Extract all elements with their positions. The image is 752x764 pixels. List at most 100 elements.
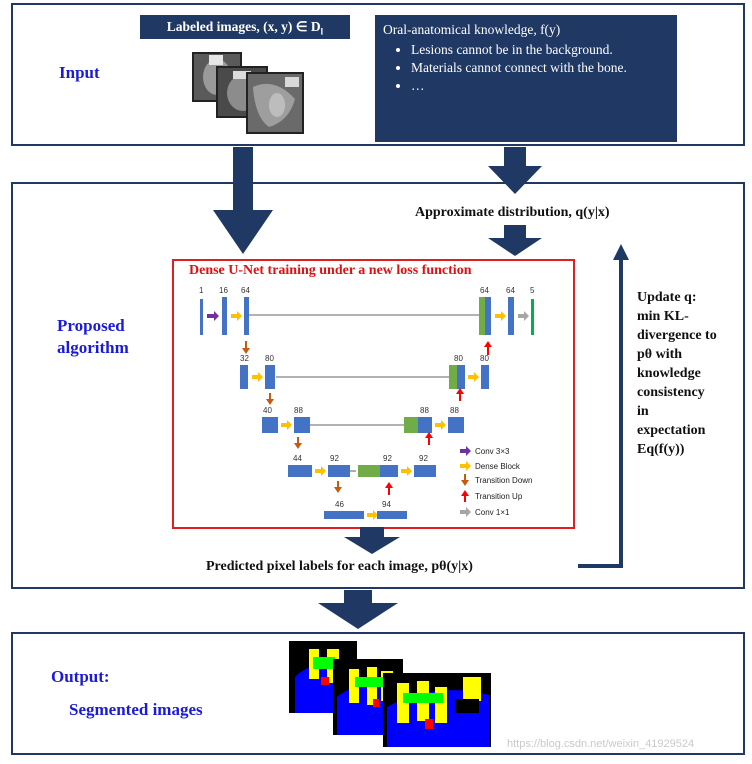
net-block — [244, 297, 249, 335]
net-block — [508, 297, 514, 335]
legend: Conv 3×3 Dense Block Transition Down Tra… — [460, 446, 533, 517]
legend-conv1: Conv 1×1 — [475, 508, 510, 517]
input-panel: Input Labeled images, (x, y) ∈ Dl Oral-a… — [11, 3, 745, 146]
net-block — [380, 465, 398, 477]
net-block — [418, 417, 432, 433]
size-label: 92 — [383, 454, 392, 463]
knowledge-box: Oral-anatomical knowledge, f(y) Lesions … — [375, 15, 677, 142]
input-label: Input — [59, 63, 100, 82]
unet-diagram: 1 16 64 32 80 40 88 44 92 46 64 64 5 80 … — [199, 286, 535, 520]
ct-image-stack — [192, 52, 304, 134]
legend-down-icon — [461, 474, 469, 486]
dense-arrow — [315, 466, 326, 476]
net-block — [377, 511, 407, 519]
down-arrow — [294, 437, 302, 449]
size-label: 92 — [419, 454, 428, 463]
concat-block — [358, 465, 380, 477]
size-label: 94 — [382, 500, 391, 509]
knowledge-item: Lesions cannot be in the background. — [411, 41, 669, 59]
net-block — [294, 417, 310, 433]
down-arrow — [334, 481, 342, 493]
legend-conv3-icon — [460, 446, 471, 456]
size-label: 16 — [219, 286, 228, 295]
output-label-line1: Output: — [51, 667, 110, 686]
size-label: 80 — [265, 354, 274, 363]
net-block — [265, 365, 275, 389]
size-label: 32 — [240, 354, 249, 363]
size-label: 80 — [480, 354, 489, 363]
size-label: 92 — [330, 454, 339, 463]
size-label: 40 — [263, 406, 272, 415]
update-line: pθ with — [637, 347, 683, 362]
update-line: in — [637, 404, 649, 419]
dense-arrow — [435, 420, 446, 430]
net-block — [288, 465, 312, 477]
size-label: 5 — [530, 286, 535, 295]
legend-down: Transition Down — [475, 476, 533, 485]
algorithm-panel: Proposed algorithm Approximate distribut… — [11, 182, 745, 589]
up-arrow — [484, 341, 492, 355]
size-label: 46 — [335, 500, 344, 509]
legend-dense: Dense Block — [475, 462, 521, 471]
size-label: 88 — [450, 406, 459, 415]
size-label: 64 — [241, 286, 250, 295]
knowledge-title: Oral-anatomical knowledge, f(y) — [383, 22, 561, 37]
update-line: Update q: — [637, 290, 697, 305]
down-arrow — [242, 341, 250, 354]
knowledge-list: Lesions cannot be in the background. Mat… — [383, 41, 669, 95]
legend-conv3: Conv 3×3 — [475, 447, 510, 456]
size-label: 1 — [199, 286, 204, 295]
net-block — [328, 465, 350, 477]
predicted-labels-text: Predicted pixel labels for each image, p… — [206, 559, 473, 574]
update-line: knowledge — [637, 366, 701, 381]
concat-block — [449, 365, 457, 389]
dense-arrow — [495, 311, 506, 321]
legend-up: Transition Up — [475, 492, 523, 501]
update-line: min KL- — [637, 309, 689, 324]
dense-arrow — [401, 466, 412, 476]
dense-arrow — [231, 311, 242, 321]
output-block — [531, 299, 534, 335]
net-block — [262, 417, 278, 433]
labeled-images-title: Labeled images, (x, y) ∈ Dl — [140, 15, 350, 39]
size-label: 88 — [294, 406, 303, 415]
labeled-images-text: Labeled images, (x, y) ∈ D — [166, 19, 321, 34]
update-line: divergence to — [637, 328, 717, 343]
net-block — [324, 511, 364, 519]
up-arrow — [456, 388, 464, 401]
concat-block — [404, 417, 418, 433]
net-block — [485, 297, 491, 335]
arrow-algorithm-to-output — [318, 590, 398, 629]
legend-dense-icon — [460, 461, 471, 471]
net-block — [448, 417, 464, 433]
size-label: 64 — [506, 286, 515, 295]
update-q-text: Update q: min KL- divergence to pθ with … — [637, 288, 717, 459]
update-line: consistency — [637, 385, 705, 400]
algorithm-label: Proposed algorithm — [57, 315, 129, 359]
down-arrow — [266, 393, 274, 405]
knowledge-item: … — [411, 77, 669, 95]
labeled-images-subscript: l — [320, 26, 324, 37]
concat-block — [479, 297, 485, 335]
conv1-arrow — [518, 311, 529, 321]
update-line: expectation — [637, 423, 706, 438]
watermark-text: https://blog.csdn.net/weixin_41929524 — [507, 738, 695, 750]
dense-arrow — [367, 510, 378, 520]
legend-conv1-icon — [460, 507, 471, 517]
network-title: Dense U-Net training under a new loss fu… — [189, 263, 472, 278]
size-label: 80 — [454, 354, 463, 363]
update-line: Eq(f(y)) — [637, 442, 685, 457]
net-block — [481, 365, 489, 389]
algorithm-label-line2: algorithm — [57, 338, 129, 357]
legend-up-icon — [461, 490, 469, 502]
dense-arrow — [468, 372, 479, 382]
segmented-image-stack — [289, 641, 491, 747]
output-label-line2: Segmented images — [69, 700, 203, 719]
output-panel: Output: Segmented images https://blog.cs… — [11, 632, 745, 755]
approx-distribution-text: Approximate distribution, q(y|x) — [415, 205, 610, 220]
net-block — [240, 365, 248, 389]
network-box: Dense U-Net training under a new loss fu… — [172, 259, 575, 529]
size-label: 64 — [480, 286, 489, 295]
up-arrow — [385, 482, 393, 495]
size-label: 88 — [420, 406, 429, 415]
